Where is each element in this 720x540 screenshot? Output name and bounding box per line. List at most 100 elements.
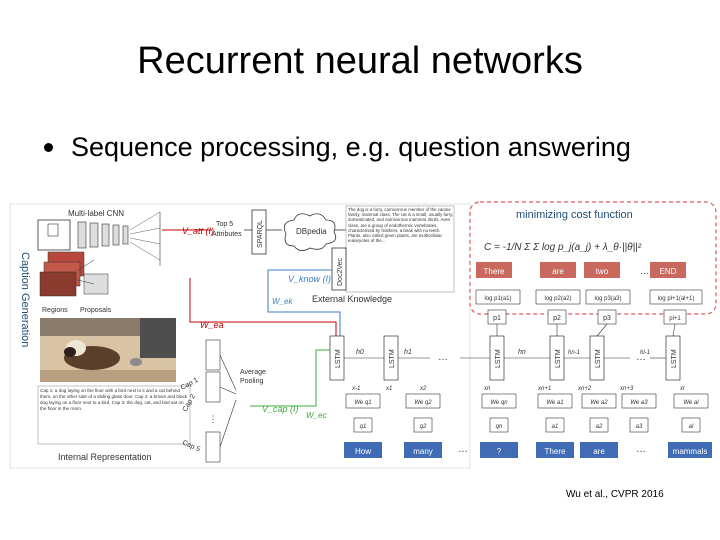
lstm-labels: LSTM LSTM LSTM LSTM LSTM LSTM	[335, 349, 678, 368]
token-al: al	[689, 424, 694, 430]
external-knowledge-label: External Knowledge	[312, 294, 392, 304]
question-word-many: many	[413, 447, 433, 456]
svg-text:…: …	[636, 444, 646, 455]
question-word-boxes: … …	[344, 442, 712, 458]
input-xn2: xn+2	[577, 386, 592, 392]
v-att-label: V_att (I)	[182, 226, 214, 236]
log-prob-1: log p1(a1)	[484, 296, 511, 302]
cost-function-box	[469, 201, 717, 315]
svg-text:LSTM: LSTM	[671, 349, 678, 368]
doc2vec-box	[331, 247, 347, 291]
log-prob-2: log p2(a2)	[544, 296, 571, 302]
embed-q1: We q1	[354, 400, 371, 406]
w-ek-label: W_ek	[272, 297, 293, 306]
caption-text: Cap 1: a dog laying on the floor with a …	[40, 388, 188, 411]
answer-word-mammals: mammals	[673, 447, 708, 456]
token-a1: a1	[552, 424, 559, 430]
token-q1: q1	[360, 424, 367, 430]
embed-qn: We qn	[490, 400, 508, 406]
svg-text:LSTM: LSTM	[495, 349, 502, 368]
hidden-h0: h0	[356, 349, 364, 356]
v-cap-label: V_cap (I)	[262, 404, 299, 414]
caption-text-box	[37, 385, 191, 445]
question-word-how: How	[355, 447, 371, 456]
proposals-label: Proposals	[80, 307, 112, 314]
caption-generation-label: Caption Generation	[19, 252, 31, 347]
architecture-diagram: Caption Generation Multi-label CNN V_att…	[9, 201, 717, 469]
svg-text:…: …	[458, 444, 468, 455]
svg-text:LSTM: LSTM	[335, 349, 342, 368]
hidden-hn: hn	[518, 349, 526, 356]
input-x1: x1	[385, 386, 392, 392]
input-xn3: xn+3	[619, 386, 634, 392]
token-q2: q2	[420, 424, 427, 430]
output-word-2: are	[552, 267, 564, 276]
output-word-3: two	[596, 267, 609, 276]
embed-q2: We q2	[414, 400, 432, 406]
token-qn: qn	[496, 424, 503, 430]
dbpedia-label: DBpedia	[296, 227, 327, 236]
input-x2: x2	[419, 386, 427, 392]
cnn-label: Multi-label CNN	[68, 209, 124, 218]
cost-formula: C = -1/N Σ Σ log p_j(a_j) + λ_θ·||θ||²	[484, 242, 642, 253]
prob-2: p2	[553, 315, 561, 322]
bullet-text: Sequence processing, e.g. question answe…	[71, 132, 631, 162]
output-word-boxes: …	[476, 262, 686, 278]
dbpedia-cloud-icon	[283, 213, 337, 251]
answer-word-there: There	[545, 447, 566, 456]
sparql-box	[251, 209, 267, 255]
prob-3: p3	[603, 315, 611, 322]
input-xn: xn	[483, 386, 491, 392]
prob-4: pl+1	[669, 316, 681, 322]
token-boxes	[353, 417, 701, 433]
output-word-4: END	[660, 267, 677, 276]
hidden-hn-1: hn-1	[568, 350, 580, 356]
bullet-icon	[44, 143, 53, 152]
input-xl: xl	[679, 386, 685, 392]
cost-function-title: minimizing cost function	[516, 209, 633, 221]
sparql-label: SPARQL	[257, 220, 264, 248]
hidden-hl-1: hl-1	[640, 350, 650, 356]
average-pooling-1: Average	[240, 369, 266, 376]
top5-label-1: Top 5	[216, 221, 233, 228]
w-ec-label: W_ec	[306, 411, 326, 420]
top5-label-2: Attributes	[212, 231, 242, 238]
embed-a1: We a1	[546, 400, 563, 406]
input-xn1: xn+1	[537, 386, 551, 392]
token-a3: a3	[636, 424, 643, 430]
embed-a2: We a2	[590, 400, 608, 406]
svg-text:LSTM: LSTM	[389, 349, 396, 368]
embed-al: We al	[683, 400, 699, 406]
dog-photo	[40, 318, 176, 382]
output-word-1: There	[484, 267, 505, 276]
knowledge-text: The dog is a furry, carnivorous member o…	[348, 207, 454, 244]
doc2vec-label: Doc2Vec	[337, 257, 344, 286]
prob-1: p1	[493, 315, 501, 322]
slide-title: Recurrent neural networks	[137, 40, 583, 82]
hidden-h1: h1	[404, 349, 412, 356]
question-word-qmark: ?	[497, 447, 502, 456]
token-a2: a2	[596, 424, 603, 430]
svg-text:LSTM: LSTM	[595, 349, 602, 368]
average-pooling-2: Pooling	[240, 378, 263, 385]
knowledge-text-box	[345, 205, 455, 293]
log-prob-4: log pl+1(al+1)	[658, 296, 695, 302]
regions-label: Regions	[42, 307, 68, 314]
svg-text:⋮: ⋮	[209, 414, 218, 424]
cnn-block-icon	[37, 211, 161, 266]
region-stack-icon	[39, 251, 109, 297]
embedding-boxes	[345, 393, 709, 409]
caption-lstm-stack: ⋮	[205, 339, 221, 463]
log-prob-3: log p3(a3)	[594, 296, 621, 302]
svg-text:…: …	[438, 352, 448, 363]
svg-text:LSTM: LSTM	[555, 349, 562, 368]
svg-text:…: …	[636, 352, 646, 363]
log-prob-boxes	[475, 289, 703, 305]
bullet-item: Sequence processing, e.g. question answe…	[44, 132, 631, 163]
lstm-row	[329, 335, 681, 381]
input-x-minus1: x-1	[351, 386, 360, 392]
internal-representation-label: Internal Representation	[58, 452, 152, 462]
svg-text:…: …	[640, 266, 649, 276]
prob-boxes	[487, 309, 687, 325]
w-ea-label: W_ea	[200, 320, 224, 330]
